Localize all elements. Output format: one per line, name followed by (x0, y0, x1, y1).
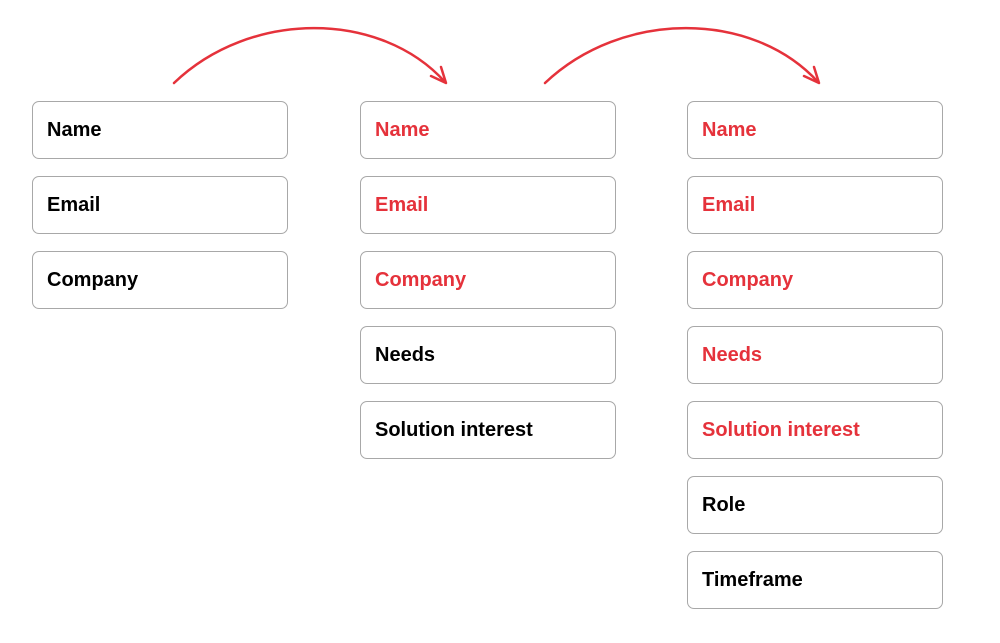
field-box: Email (687, 176, 943, 234)
field-box: Company (687, 251, 943, 309)
field-box: Timeframe (687, 551, 943, 609)
field-box: Solution interest (687, 401, 943, 459)
field-box: Name (32, 101, 288, 159)
field-box: Name (687, 101, 943, 159)
field-box: Email (32, 176, 288, 234)
arrowhead-icon (802, 65, 821, 85)
arrowhead-icon (429, 65, 448, 85)
field-box: Name (360, 101, 616, 159)
field-box: Company (360, 251, 616, 309)
arrow-curve (543, 27, 820, 85)
stage-1-column: Name Email Company (32, 101, 288, 326)
field-box: Email (360, 176, 616, 234)
arrow-stage-2-to-3 (543, 27, 821, 85)
stage-3-column: Name Email Company Needs Solution intere… (687, 101, 943, 626)
stage-2-column: Name Email Company Needs Solution intere… (360, 101, 616, 476)
field-box: Needs (360, 326, 616, 384)
field-box: Role (687, 476, 943, 534)
arrow-stage-1-to-2 (172, 27, 448, 85)
arrow-curve (172, 27, 447, 85)
field-box: Company (32, 251, 288, 309)
field-box: Solution interest (360, 401, 616, 459)
field-box: Needs (687, 326, 943, 384)
